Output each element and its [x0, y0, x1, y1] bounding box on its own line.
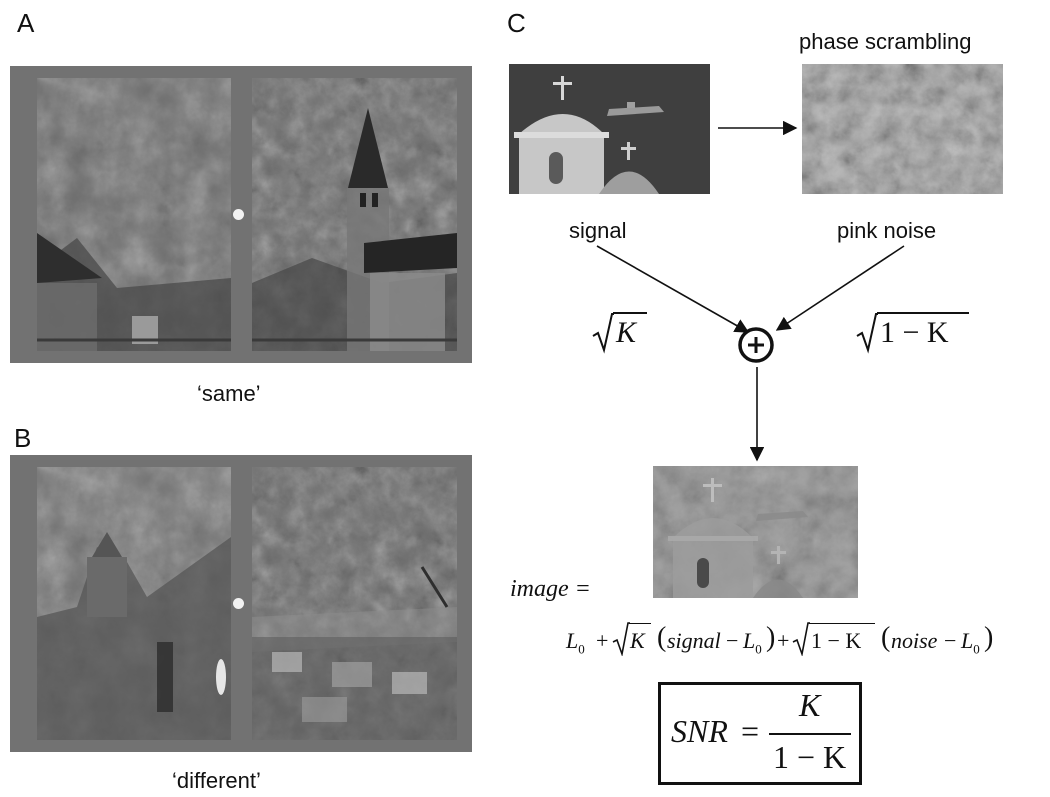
snr-equals: =: [741, 713, 759, 750]
signal-label: signal: [569, 218, 626, 244]
snr-denominator: 1 − K: [773, 739, 846, 776]
formula-plus-2: +: [777, 628, 789, 654]
sum-operator-icon: [737, 326, 775, 364]
snr-numerator: K: [799, 687, 820, 724]
image-equation-lhs: image =: [510, 576, 591, 603]
pink-noise-label: pink noise: [837, 218, 936, 244]
image-formula: L0 + K ( signal − L0 ) + 1 − K ( noise −…: [566, 618, 1046, 662]
composite-image: [653, 466, 858, 598]
formula-noise: noise: [891, 628, 937, 654]
formula-one-minus-k: 1 − K: [811, 628, 861, 654]
formula-l0-c: L0: [961, 628, 980, 657]
sqrt-one-minus-k-text: 1 − K: [880, 316, 949, 350]
snr-formula-box: SNR = K 1 − K: [658, 682, 862, 785]
formula-k: K: [630, 628, 645, 654]
formula-l0-b: L0: [743, 628, 762, 657]
formula-plus-1: +: [596, 628, 608, 654]
formula-minus-1: −: [726, 628, 738, 654]
formula-l0: L0: [566, 628, 585, 657]
formula-minus-2: −: [944, 628, 956, 654]
formula-signal: signal: [667, 628, 721, 654]
snr-fraction-bar: [769, 733, 851, 735]
snr-lhs: SNR: [671, 713, 728, 750]
sqrt-k-text: K: [616, 316, 636, 350]
